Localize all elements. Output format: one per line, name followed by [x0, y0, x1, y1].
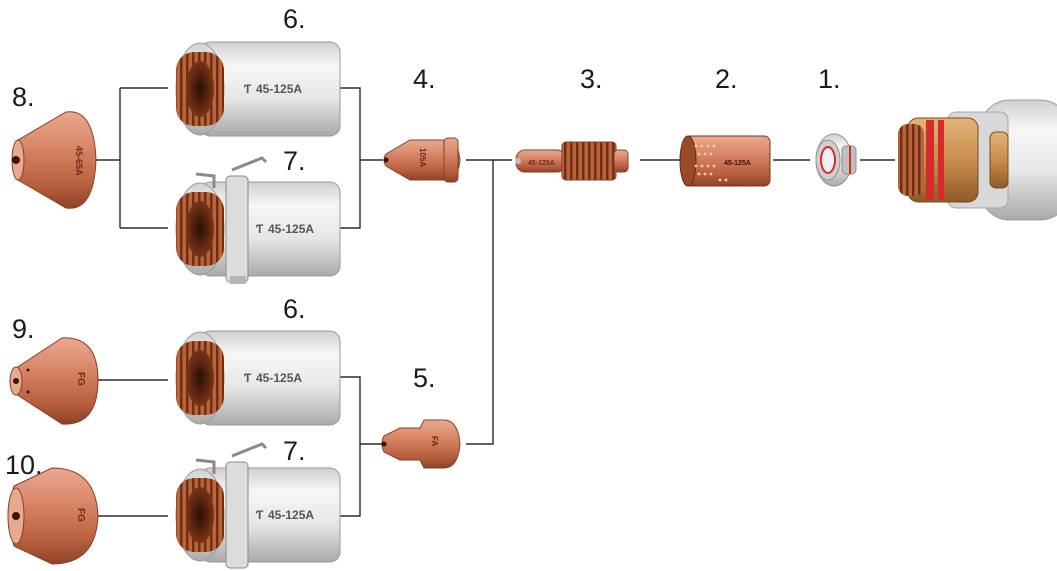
label-6-bottom: 6.: [283, 294, 306, 324]
engraving-7-top: 45-125A: [268, 222, 314, 236]
retaining-cap-6-bottom: 45-125A Ƭ: [175, 330, 341, 426]
label-7-top: 7.: [283, 146, 306, 176]
label-1: 1.: [818, 64, 841, 94]
svg-text:Ƭ: Ƭ: [256, 508, 264, 522]
nozzle-5: FA: [381, 419, 461, 469]
connector-lines: [96, 87, 895, 517]
label-6-top: 6.: [283, 4, 306, 34]
bracket-nozzle5: [340, 376, 383, 517]
svg-text:Ƭ: Ƭ: [244, 371, 252, 385]
number-labels: 1. 2. 3. 4. 5. 6. 7. 6. 7. 8. 9. 10.: [5, 4, 841, 480]
retaining-cap-7-bottom: 45-125A Ƭ: [175, 442, 341, 569]
nozzle-4: 105A: [383, 137, 461, 183]
engraving-shield-9: FG: [75, 372, 86, 386]
engraving-swirl: 45-125A: [724, 160, 751, 167]
shield-10: FG: [7, 467, 99, 565]
shield-8: 45-65A: [11, 111, 97, 209]
engraving-6-bottom: 45-125A: [256, 371, 302, 385]
label-7-bottom: 7.: [283, 436, 306, 466]
electrode-3: 45-125A: [515, 141, 629, 181]
bracket-electrode: [466, 159, 512, 445]
label-2: 2.: [715, 64, 738, 94]
svg-text:Ƭ: Ƭ: [256, 222, 264, 236]
shield-9: FG: [9, 337, 99, 425]
swirl-ring-2: 45-125A: [679, 135, 771, 187]
engraving-electrode: 45-125A: [528, 160, 555, 167]
bracket-shield8: [96, 87, 168, 229]
part-1: [815, 133, 857, 187]
engraving-nozzle-4: 105A: [418, 148, 427, 167]
label-9: 9.: [12, 314, 35, 344]
engraving-7-bottom: 45-125A: [268, 508, 314, 522]
retaining-cap-7-top: 45-125A Ƭ: [175, 156, 341, 284]
label-8: 8.: [12, 82, 35, 112]
engraving-shield-10: FG: [75, 508, 86, 522]
bracket-nozzle4: [340, 87, 383, 229]
retaining-cap-6-top: 45-125A Ƭ: [175, 41, 341, 137]
label-4: 4.: [413, 64, 436, 94]
engraving-6-top: 45-125A: [256, 82, 302, 96]
label-5: 5.: [413, 363, 436, 393]
engraving-shield-8: 45-65A: [74, 146, 84, 176]
engraving-nozzle-5: FA: [430, 436, 439, 446]
label-3: 3.: [580, 64, 603, 94]
svg-text:Ƭ: Ƭ: [244, 82, 252, 96]
torch-head: [898, 99, 1057, 221]
swirl-holes: [694, 144, 728, 182]
